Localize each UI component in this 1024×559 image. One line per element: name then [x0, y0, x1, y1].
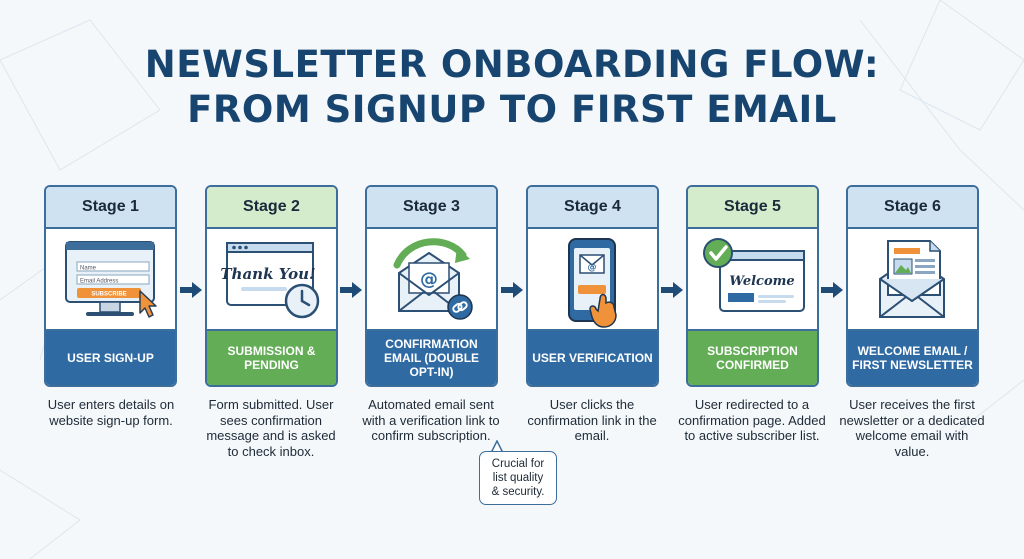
- stage-4-header: Stage 4: [528, 187, 657, 229]
- callout-line-2: list quality: [492, 472, 544, 484]
- stage-4-label: USER VERIFICATION: [528, 329, 657, 385]
- flow-arrow-2: [340, 282, 362, 298]
- phone-tap-icon: @: [528, 229, 657, 329]
- newsletter-envelope-icon: [848, 229, 977, 329]
- stage-5-description: User redirected to a confirmation page. …: [678, 397, 826, 443]
- stage-6-header: Stage 6: [848, 187, 977, 229]
- flow-arrow-1: [180, 282, 202, 298]
- stage-2-header: Stage 2: [207, 187, 336, 229]
- welcome-window-check-icon: Welcome: [688, 229, 817, 329]
- stage-2-card: Stage 2 Thank You! SUBMISSION & PENDING: [205, 185, 338, 387]
- stage-3-description: Automated email sent with a verification…: [362, 397, 500, 443]
- stage-1-card: Stage 1 Name Email Address SUBSCRIBE USE…: [44, 185, 177, 387]
- thank-you-window-clock-icon: Thank You!: [207, 229, 336, 329]
- stage-6-card: Stage 6 WELCOME EMAIL / FIRST NEWSLETTER: [846, 185, 979, 387]
- security-callout: Crucial for list quality & security.: [479, 451, 557, 505]
- stage-3-header: Stage 3: [367, 187, 496, 229]
- flow-arrow-3: [501, 282, 523, 298]
- stage-5-label: SUBSCRIPTION CONFIRMED: [688, 329, 817, 385]
- form-email-placeholder: Email Address: [80, 279, 118, 285]
- callout-line-1: Crucial for: [491, 458, 545, 470]
- stage-4-card: Stage 4 @ USER VERIFICATION: [526, 185, 659, 387]
- thank-you-text: Thank You!: [220, 265, 315, 283]
- stage-6-description: User receives the first newsletter or a …: [839, 397, 985, 459]
- svg-text:@: @: [588, 263, 597, 273]
- stage-1-description: User enters details on website sign-up f…: [47, 397, 175, 428]
- title-line-2: FROM SIGNUP TO FIRST EMAIL: [187, 88, 837, 131]
- svg-text:@: @: [420, 269, 438, 290]
- flow-arrow-5: [821, 282, 843, 298]
- form-subscribe-label: SUBSCRIBE: [91, 292, 126, 298]
- callout-tail: [490, 440, 504, 454]
- signup-form-monitor-icon: Name Email Address SUBSCRIBE: [46, 229, 175, 329]
- callout-line-3: & security.: [491, 486, 545, 498]
- stage-2-description: Form submitted. User sees confirmation m…: [206, 397, 336, 459]
- stage-4-description: User clicks the confirmation link in the…: [527, 397, 657, 443]
- flow-arrow-4: [661, 282, 683, 298]
- stage-3-label: CONFIRMATION EMAIL (DOUBLE OPT-IN): [367, 329, 496, 385]
- stage-6-label: WELCOME EMAIL / FIRST NEWSLETTER: [848, 329, 977, 385]
- stage-5-card: Stage 5 Welcome SUBSCRIPTION CONFIRMED: [686, 185, 819, 387]
- page-title: NEWSLETTER ONBOARDING FLOW: FROM SIGNUP …: [0, 42, 1024, 132]
- stage-3-card: Stage 3 @ CONFIRMATION EMAIL (DOUBLE OPT…: [365, 185, 498, 387]
- stage-2-label: SUBMISSION & PENDING: [207, 329, 336, 385]
- stage-1-label: USER SIGN-UP: [46, 329, 175, 385]
- envelope-link-icon: @: [367, 229, 496, 329]
- form-name-placeholder: Name: [80, 266, 97, 272]
- title-line-1: NEWSLETTER ONBOARDING FLOW:: [144, 43, 880, 86]
- stage-5-header: Stage 5: [688, 187, 817, 229]
- stage-1-header: Stage 1: [46, 187, 175, 229]
- welcome-text: Welcome: [729, 274, 794, 289]
